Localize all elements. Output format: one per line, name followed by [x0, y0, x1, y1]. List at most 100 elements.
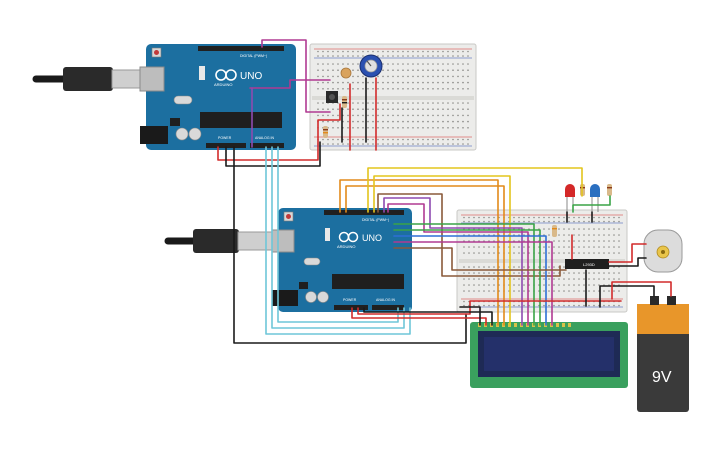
hole	[422, 75, 424, 78]
hole	[583, 304, 585, 307]
hole	[452, 50, 454, 53]
hole	[463, 272, 465, 274]
hole	[417, 120, 419, 123]
hole	[553, 216, 555, 219]
hole	[493, 252, 495, 254]
resistor-led-2	[607, 184, 612, 196]
hole	[417, 108, 419, 110]
hole	[518, 284, 520, 286]
arduino-top-digital-label: DIGITAL (PWM~)	[240, 54, 267, 58]
hole	[548, 284, 550, 286]
hole	[457, 63, 459, 65]
hole	[377, 102, 379, 104]
hole	[563, 284, 565, 286]
hole	[578, 252, 580, 254]
hole	[412, 114, 414, 117]
hole	[618, 240, 620, 242]
hole	[558, 284, 560, 286]
arduino-top-logo-label: ARDUINO	[214, 82, 232, 87]
wire-yellow-2	[373, 175, 511, 326]
hole	[337, 81, 339, 84]
hole	[573, 304, 575, 307]
hole	[322, 88, 324, 90]
hole	[578, 278, 580, 280]
hole	[523, 284, 525, 286]
hole	[342, 50, 344, 53]
hole	[467, 127, 469, 129]
breadboard-bottom-rails	[459, 214, 625, 308]
arduino-uno-bottom: UNO ARDUINO DIGITAL (PWM~) POWER ANALOG …	[271, 208, 412, 312]
hole	[558, 290, 560, 292]
hole	[322, 143, 324, 145]
hole	[538, 220, 540, 223]
hole	[488, 290, 490, 292]
hole	[573, 228, 575, 230]
hole	[543, 252, 545, 254]
hole	[467, 108, 469, 110]
hole	[583, 252, 585, 254]
hole	[387, 138, 389, 141]
hole	[347, 138, 349, 141]
hole	[488, 284, 490, 286]
hole	[352, 127, 354, 129]
hole	[392, 88, 394, 90]
hole	[437, 63, 439, 65]
hole	[468, 266, 470, 268]
hole	[523, 272, 525, 274]
hole	[352, 120, 354, 123]
hole	[603, 304, 605, 307]
hole	[568, 234, 570, 236]
arduino-bottom-capacitor-2	[317, 291, 329, 303]
wire-orange-1	[339, 179, 499, 326]
hole	[598, 216, 600, 219]
hole	[468, 220, 470, 223]
hole	[357, 102, 359, 104]
hole	[337, 75, 339, 78]
hole	[382, 75, 384, 78]
hole	[462, 143, 464, 145]
hole	[588, 252, 590, 254]
hole	[563, 220, 565, 223]
hole	[518, 304, 520, 307]
hole	[337, 88, 339, 90]
hole	[437, 127, 439, 129]
hole	[462, 138, 464, 141]
hole	[417, 138, 419, 141]
hole	[467, 138, 469, 141]
lcd-pin	[568, 323, 571, 327]
hole	[608, 220, 610, 223]
hole	[523, 216, 525, 219]
wire-cyan-3	[277, 146, 399, 323]
hole	[513, 284, 515, 286]
hole	[483, 246, 485, 248]
hole	[467, 63, 469, 65]
hole	[452, 102, 454, 104]
hole	[603, 240, 605, 242]
hole	[462, 69, 464, 71]
hole	[407, 120, 409, 123]
arduino-bottom-power-label: POWER	[343, 298, 357, 302]
hole	[452, 120, 454, 123]
hole	[412, 102, 414, 104]
hole	[462, 88, 464, 90]
hole	[402, 69, 404, 71]
hole	[342, 63, 344, 65]
photoresistor	[340, 67, 352, 79]
hole	[427, 143, 429, 145]
hole	[397, 102, 399, 104]
hole	[593, 304, 595, 307]
motor-driver-ic-label: L293D	[583, 262, 595, 267]
wire-black-top-1	[225, 141, 321, 167]
usb-cable-bottom	[164, 229, 283, 253]
hole	[513, 266, 515, 268]
hole	[573, 234, 575, 236]
arduino-bottom-logo-icon-2	[347, 231, 359, 243]
motor-driver-ic: L293D	[565, 259, 609, 269]
hole	[493, 290, 495, 292]
photoresistor-body	[340, 67, 352, 79]
hole	[332, 75, 334, 78]
hole	[568, 228, 570, 230]
hole	[452, 75, 454, 78]
hole	[352, 75, 354, 78]
hole	[382, 143, 384, 145]
